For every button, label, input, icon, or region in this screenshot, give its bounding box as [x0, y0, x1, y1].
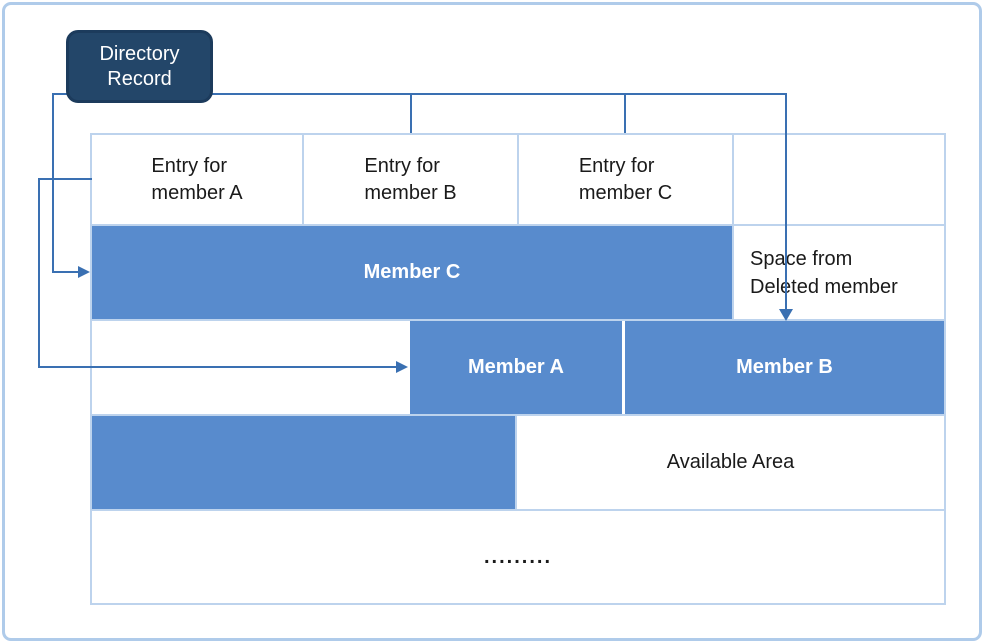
entry-a-line2: member A	[151, 181, 243, 204]
ellipsis-label: .........	[483, 545, 552, 568]
grid-line-bottom	[90, 603, 946, 605]
grid-line-col3	[732, 133, 734, 321]
connector-from-entry-a	[38, 178, 92, 180]
grid-line-row2	[90, 319, 946, 321]
arrowhead-to-member-c-icon	[78, 266, 90, 278]
space-deleted-line2: Deleted member	[750, 275, 898, 298]
space-deleted-line1: Space from	[750, 247, 853, 270]
connector-trunk-line	[52, 93, 786, 95]
used-space-block	[92, 416, 515, 509]
grid-line-right	[944, 133, 946, 605]
grid-line-left	[90, 133, 92, 605]
entry-c-line2: member C	[578, 181, 673, 204]
connector-vertical-to-member-a	[38, 178, 40, 368]
connector-vertical-to-member-b	[785, 93, 787, 310]
entry-b-line1: Entry for	[364, 154, 440, 177]
connector-drop-to-entry-b	[410, 93, 412, 133]
directory-record-label-line1: Directory	[99, 42, 180, 65]
entry-for-member-a-cell: Entry for member A	[92, 135, 302, 224]
member-table: Entry for member A Entry for member B En…	[90, 133, 946, 605]
member-b-block: Member B	[625, 321, 944, 414]
grid-line-col2	[517, 133, 519, 226]
grid-line-row4	[90, 509, 946, 511]
connector-horizontal-to-member-c	[52, 271, 80, 273]
directory-record-box: Directory Record	[66, 30, 213, 103]
arrowhead-to-member-a-icon	[396, 361, 408, 373]
connector-vertical-to-member-c	[52, 93, 54, 273]
entry-for-member-c-cell: Entry for member C	[519, 135, 732, 224]
member-c-label: Member C	[363, 261, 461, 283]
member-b-label: Member B	[736, 356, 833, 378]
member-a-block: Member A	[410, 321, 622, 414]
member-a-label: Member A	[468, 356, 564, 378]
entry-b-line2: member B	[364, 181, 457, 204]
entry-empty-cell	[734, 135, 944, 224]
connector-drop-to-entry-c	[624, 93, 626, 133]
entry-c-line1: Entry for	[578, 154, 655, 177]
member-c-block: Member C	[92, 226, 732, 319]
entry-a-line1: Entry for	[151, 154, 227, 177]
grid-line-col1	[302, 133, 304, 226]
available-area-label: Available Area	[666, 451, 795, 473]
arrowhead-to-member-b-icon	[779, 309, 793, 321]
space-from-deleted-cell: Space from Deleted member	[734, 226, 944, 319]
grid-line-available-divider	[515, 414, 517, 511]
grid-line-row3	[90, 414, 946, 416]
directory-record-label-line2: Record	[107, 67, 172, 90]
available-area-cell: Available Area	[517, 416, 944, 509]
connector-horizontal-to-member-a	[38, 366, 397, 368]
ellipsis-cell: .........	[92, 511, 944, 603]
entry-for-member-b-cell: Entry for member B	[304, 135, 517, 224]
